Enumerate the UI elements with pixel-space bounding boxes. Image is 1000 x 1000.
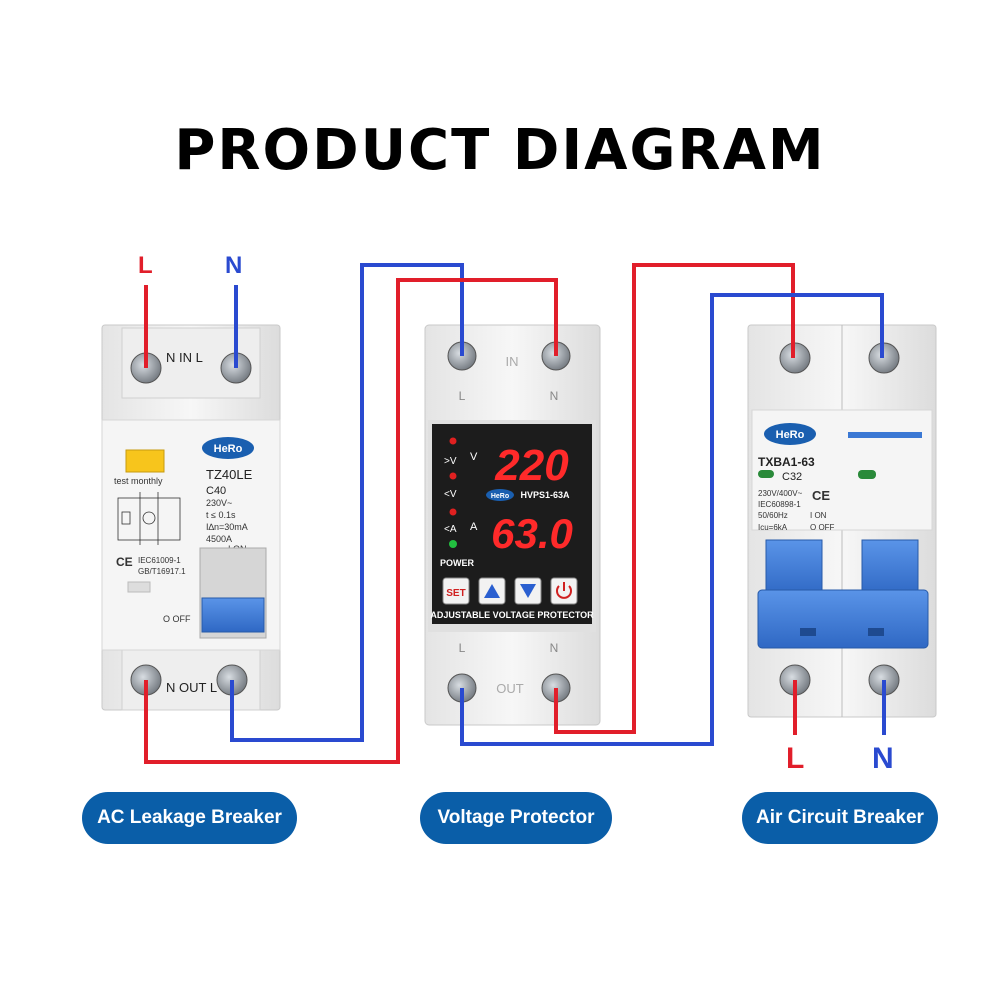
rcbo-brand-logo	[202, 437, 254, 459]
rcbo-model: TZ40LE	[206, 467, 253, 482]
protector-device: IN L N L N OUT >V <V <A POWER V A 220 He…	[424, 324, 601, 726]
rcbo-rating: C40	[206, 485, 226, 497]
rcbo-standard-1: IEC61009-1	[138, 556, 181, 565]
rcbo-off-label: O OFF	[163, 614, 191, 624]
test-button[interactable]	[125, 449, 165, 473]
voltage-display: 220	[494, 441, 569, 490]
rcbo-name-pill: AC Leakage Breaker	[82, 792, 297, 844]
mcb-on-label: I ON	[810, 511, 827, 520]
protector-brand: HeRo	[491, 493, 509, 500]
mcb-voltage: 230V/400V~	[758, 489, 803, 498]
set-button-label: SET	[446, 588, 465, 599]
mcb-rating: C32	[782, 471, 802, 483]
mcb-standard: IEC60898-1	[758, 500, 801, 509]
protector-out-label: OUT	[496, 681, 524, 696]
mcb-handle[interactable]	[757, 589, 929, 649]
rcbo-neutral-label: N	[225, 252, 243, 279]
protector-term-n-top: N	[550, 389, 559, 403]
mcb-icu: Icu=6kA	[758, 523, 788, 532]
rcbo-ce-mark: CE	[116, 555, 133, 569]
over-voltage-indicator: >V	[444, 456, 457, 467]
rcbo-test-label: test monthly	[114, 476, 163, 486]
protector-caption: ADJUSTABLE VOLTAGE PROTECTOR	[430, 610, 594, 620]
mcb-neutral-label: N	[872, 742, 894, 775]
rcbo-schematic	[117, 492, 181, 545]
mcb-brand-logo	[764, 423, 816, 445]
page-title: PRODUCT DIAGRAM	[174, 118, 826, 183]
rcbo-live-label: L	[138, 252, 153, 279]
protector-to-mcb-red-wire	[554, 263, 795, 734]
rcbo-capacity: 4500A	[206, 534, 232, 544]
rcbo-device: HeRo TZ40LE C40 test monthly 230V~ t ≤ 0…	[101, 324, 281, 711]
power-label: POWER	[440, 558, 475, 568]
mcb-live-label: L	[786, 742, 805, 775]
under-voltage-indicator: <V	[444, 489, 457, 500]
current-unit: A	[470, 521, 478, 533]
set-button[interactable]	[442, 577, 470, 605]
power-led	[449, 540, 457, 548]
protector-term-l-top: L	[459, 389, 466, 403]
rcbo-voltage: 230V~	[206, 498, 232, 508]
rcbo-brand: HeRo	[214, 443, 243, 455]
rcbo-to-protector-neutral-wire	[144, 278, 558, 764]
power-icon	[556, 582, 572, 599]
up-arrow-icon	[484, 584, 500, 598]
down-arrow-icon	[520, 584, 536, 598]
mcb-device: HeRo TXBA1-63 C32 230V/400V~ IEC60898-1 …	[747, 324, 937, 718]
protector-term-l-bottom: L	[459, 641, 466, 655]
mcb-brand: HeRo	[776, 429, 805, 441]
protector-to-mcb-blue-wire	[460, 293, 884, 746]
mcb-model: TXBA1-63	[758, 455, 815, 469]
rcbo-bottom-terminals: N OUT L	[166, 680, 217, 695]
rcbo-standard-2: GB/T16917.1	[138, 567, 186, 576]
protector-in-label: IN	[506, 354, 519, 369]
rcbo-top-terminals: N IN L	[166, 350, 203, 365]
voltage-unit: V	[470, 451, 478, 463]
rcbo-handle[interactable]	[201, 597, 265, 633]
mcb-frequency: 50/60Hz	[758, 511, 788, 520]
rcbo-trip-time: t ≤ 0.1s	[206, 510, 236, 520]
over-current-indicator: <A	[444, 524, 457, 535]
wiring	[144, 263, 886, 764]
rcbo-leak-current: I∆n=30mA	[206, 522, 248, 532]
protector-term-n-bottom: N	[550, 641, 559, 655]
current-display: 63.0	[491, 510, 573, 557]
mcb-name-pill: Air Circuit Breaker	[742, 792, 938, 844]
protector-name-pill: Voltage Protector	[420, 792, 612, 844]
protector-model: HVPS1-63A	[520, 490, 570, 500]
mcb-ce-mark: CE	[812, 488, 830, 503]
mcb-off-label: O OFF	[810, 523, 835, 532]
